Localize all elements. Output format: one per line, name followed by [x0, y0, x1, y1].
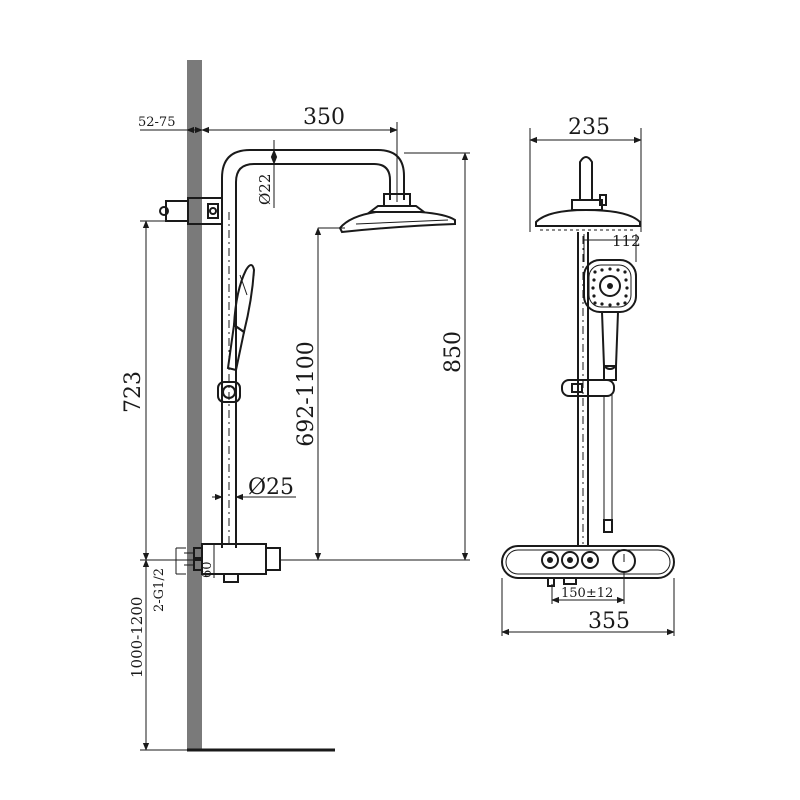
hand-shower	[226, 264, 256, 372]
wall-bracket	[159, 197, 223, 225]
dim-inlet-spacing: 150±12	[551, 572, 625, 604]
front-hose	[603, 395, 613, 533]
front-thermostatic-mixer	[501, 545, 675, 587]
dim-arm-reach: 350	[201, 105, 398, 202]
dim-label-hand-shower-width: 112	[612, 232, 641, 250]
dim-mixer-width: 355	[501, 578, 675, 636]
dim-label-arm-reach: 350	[303, 105, 345, 130]
dim-label-total-height: 850	[441, 331, 466, 373]
dim-wall-offset: 52-75	[138, 115, 232, 134]
dim-bar-diameter: Ø25	[212, 475, 296, 501]
dim-label-bar-diameter: Ø25	[248, 475, 294, 500]
dim-label-bracket-height: 723	[121, 371, 146, 413]
dim-head-width: 235	[529, 115, 642, 232]
wall	[187, 60, 202, 750]
dim-label-head-height-range: 692-1100	[294, 341, 319, 446]
dim-install-height: 1000-1200	[128, 559, 187, 751]
riser-bar	[221, 208, 237, 548]
front-view: 235 112	[501, 115, 675, 636]
dim-hand-shower-width: 112	[583, 232, 641, 262]
dim-label-inlet-spacing: 150±12	[561, 586, 613, 601]
rain-shower-head	[338, 205, 456, 234]
dim-inlet: 2-G1/2 60	[152, 544, 215, 612]
dim-label-mixer-width: 355	[588, 609, 630, 634]
overhead-arm	[221, 149, 405, 208]
dim-label-inlet-offset: 60	[200, 561, 215, 578]
front-hand-shower	[583, 259, 637, 381]
mixer-knob-3	[581, 551, 599, 569]
dim-label-arm-diameter: Ø22	[256, 174, 274, 205]
dim-bracket-height: 723	[121, 220, 194, 561]
front-slider-holder	[561, 379, 615, 397]
front-rain-head	[535, 156, 641, 231]
mixer-knob-1	[541, 551, 559, 569]
dim-total-height: 850	[404, 152, 470, 561]
dim-label-install-height: 1000-1200	[128, 597, 146, 678]
dim-label-head-width: 235	[568, 115, 610, 140]
front-riser-bar	[577, 232, 589, 546]
dim-arm-diameter: Ø22	[256, 140, 278, 208]
spray-nozzles	[591, 267, 629, 307]
mixer-knob-2	[561, 551, 579, 569]
dim-head-height-range: 692-1100	[280, 227, 470, 561]
thermostatic-mixer	[175, 543, 281, 583]
side-view: 52-75 350 Ø22 723 692-1100	[121, 60, 470, 752]
slider-holder	[217, 381, 241, 403]
dim-label-wall-offset: 52-75	[138, 115, 175, 130]
dim-label-inlet-thread: 2-G1/2	[152, 568, 167, 612]
